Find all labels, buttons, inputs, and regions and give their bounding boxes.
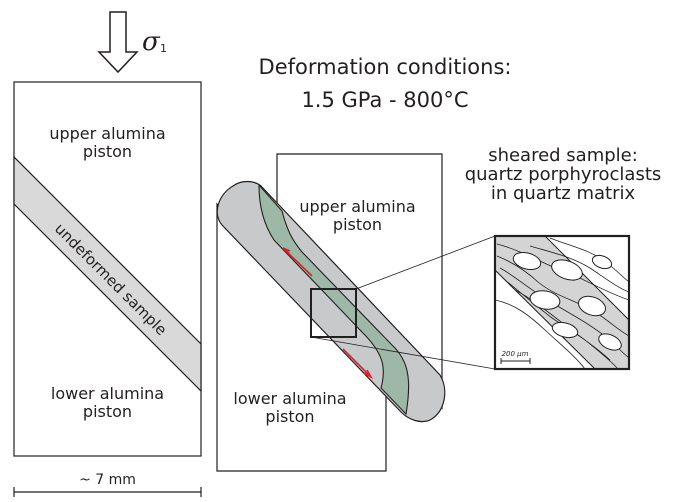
shear-zone bbox=[258, 183, 410, 416]
shear-arrow-upper-head bbox=[282, 247, 291, 254]
left-lower-piston-line1: lower alumina bbox=[50, 384, 165, 403]
inset-frame bbox=[493, 234, 631, 371]
zoom-leader-bottom bbox=[310, 336, 496, 370]
porphyroclast bbox=[529, 290, 561, 310]
mm-scale-label: ~ 7 mm bbox=[79, 472, 136, 488]
inset-microstructure: 200 µm bbox=[495, 236, 629, 369]
right-upper-piston-label: upper alumina piston bbox=[285, 198, 430, 234]
zoom-leader-top bbox=[355, 235, 496, 290]
right-upper-piston-line2: piston bbox=[332, 215, 383, 234]
conditions-title: Deformation conditions: bbox=[258, 55, 512, 79]
left-lower-piston-label: lower alumina piston bbox=[14, 385, 201, 421]
right-upper-piston-line1: upper alumina bbox=[299, 197, 416, 216]
conditions-values: 1.5 GPa - 800°C bbox=[301, 88, 469, 112]
left-lower-piston-line2: piston bbox=[82, 402, 133, 421]
left-upper-piston-label: upper alumina piston bbox=[14, 125, 201, 161]
zoom-box bbox=[310, 288, 357, 338]
porphyroclast bbox=[551, 321, 579, 339]
shear-arrow-lower-head bbox=[363, 369, 374, 380]
right-lower-piston-line1: lower alumina bbox=[233, 389, 347, 408]
porphyroclast bbox=[598, 333, 622, 351]
um-scale-label: 200 µm bbox=[502, 350, 529, 358]
sigma-symbol: σ bbox=[142, 27, 161, 57]
right-lower-piston-label: lower alumina piston bbox=[221, 390, 359, 426]
sigma-subscript: 1 bbox=[160, 42, 167, 55]
inset-caption-line3: in quartz matrix bbox=[490, 183, 636, 204]
inset-caption: sheared sample: quartz porphyroclasts in… bbox=[454, 146, 672, 203]
inset-caption-line1: sheared sample: bbox=[488, 145, 638, 166]
porphyroclast bbox=[591, 254, 613, 270]
inset-caption-line2: quartz porphyroclasts bbox=[464, 164, 662, 185]
left-upper-piston-line2: piston bbox=[82, 142, 133, 161]
porphyroclast bbox=[512, 251, 542, 271]
sigma1-arrow-icon bbox=[97, 11, 139, 74]
undeformed-sample bbox=[13, 155, 202, 393]
porphyroclast bbox=[577, 295, 607, 317]
shear-arrow-lower bbox=[342, 348, 372, 378]
left-upper-piston-line1: upper alumina bbox=[49, 124, 166, 143]
right-lower-piston-line2: piston bbox=[265, 407, 315, 426]
porphyroclast bbox=[551, 259, 583, 281]
